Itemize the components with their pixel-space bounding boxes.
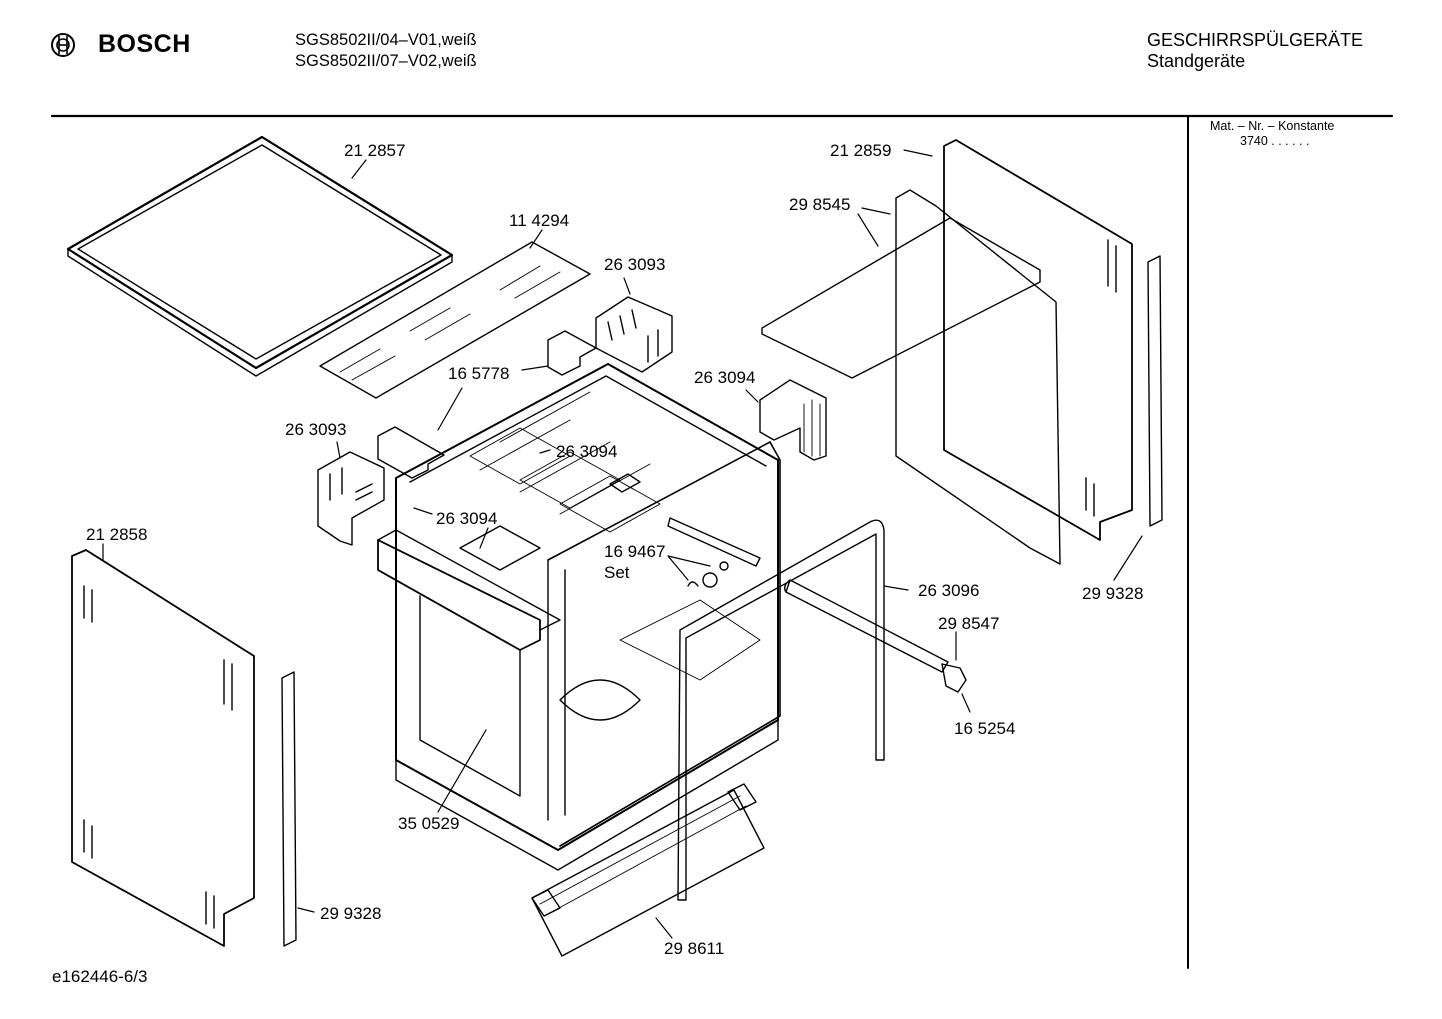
part-clip-middle <box>609 473 641 493</box>
part-clip-lower <box>459 525 541 571</box>
part-label: 26 3093 <box>285 420 346 439</box>
part-label: Set <box>604 563 630 582</box>
part-label: 16 5778 <box>448 364 509 383</box>
material-constant: Mat. – Nr. – Konstante 3740 . . . . . . <box>1210 119 1334 149</box>
category-block: GESCHIRRSPÜLGERÄTE Standgeräte <box>1147 30 1363 72</box>
part-label: 16 9467 <box>604 542 665 561</box>
part-side-panel-right <box>943 139 1133 541</box>
part-label: 29 8545 <box>789 195 850 214</box>
part-label: 21 2857 <box>344 141 405 160</box>
part-worktop <box>66 135 454 377</box>
part-label: 21 2858 <box>86 525 147 544</box>
leader-lines <box>102 149 1143 939</box>
part-strip-right <box>1147 255 1163 527</box>
brand-name: BOSCH <box>98 30 191 58</box>
part-label: 26 3094 <box>694 368 755 387</box>
part-clip-top <box>595 296 673 373</box>
category-subtitle: Standgeräte <box>1147 51 1246 71</box>
part-bracket-top <box>547 330 597 376</box>
brand-header: BOSCH <box>50 30 191 59</box>
part-strip-left <box>281 671 297 947</box>
part-clip-left <box>317 451 385 546</box>
part-label: 26 3094 <box>556 442 617 461</box>
material-constant-label: Mat. – Nr. – Konstante <box>1210 119 1335 133</box>
part-label: 26 3093 <box>604 255 665 274</box>
part-side-panel-left <box>71 549 255 947</box>
part-door-frame <box>547 441 781 847</box>
part-label: 26 3094 <box>436 509 497 528</box>
part-rail <box>783 579 967 693</box>
model-line-2: SGS8502II/07–V02,weiß <box>295 52 477 70</box>
part-label: 29 9328 <box>1082 584 1143 603</box>
part-clip-right <box>759 379 827 461</box>
part-bracket-left <box>377 426 445 479</box>
part-door-seal <box>677 519 885 901</box>
category-title: GESCHIRRSPÜLGERÄTE <box>1147 30 1364 50</box>
part-base-strip <box>531 783 765 957</box>
part-label: 16 5254 <box>954 719 1015 738</box>
drawing-code: e162446-6/3 <box>52 967 148 986</box>
part-label: 35 0529 <box>398 814 459 833</box>
material-constant-value: 3740 . . . . . . <box>1240 134 1310 148</box>
part-label: 11 4294 <box>509 211 569 230</box>
part-label: 26 3096 <box>918 581 979 600</box>
part-insulation-foil <box>319 241 591 399</box>
part-hinge-set <box>667 517 761 588</box>
part-back-cover <box>761 189 1061 565</box>
part-label: 29 8611 <box>664 939 724 958</box>
model-line-1: SGS8502II/04–V01,weiß <box>295 31 477 49</box>
part-label: 21 2859 <box>830 141 891 160</box>
model-list: SGS8502II/04–V01,weiß SGS8502II/07–V02,w… <box>295 30 477 72</box>
part-label: 29 9328 <box>320 904 381 923</box>
bosch-armature-icon <box>51 32 75 57</box>
part-label: 29 8547 <box>938 614 999 633</box>
part-tub <box>377 363 779 871</box>
